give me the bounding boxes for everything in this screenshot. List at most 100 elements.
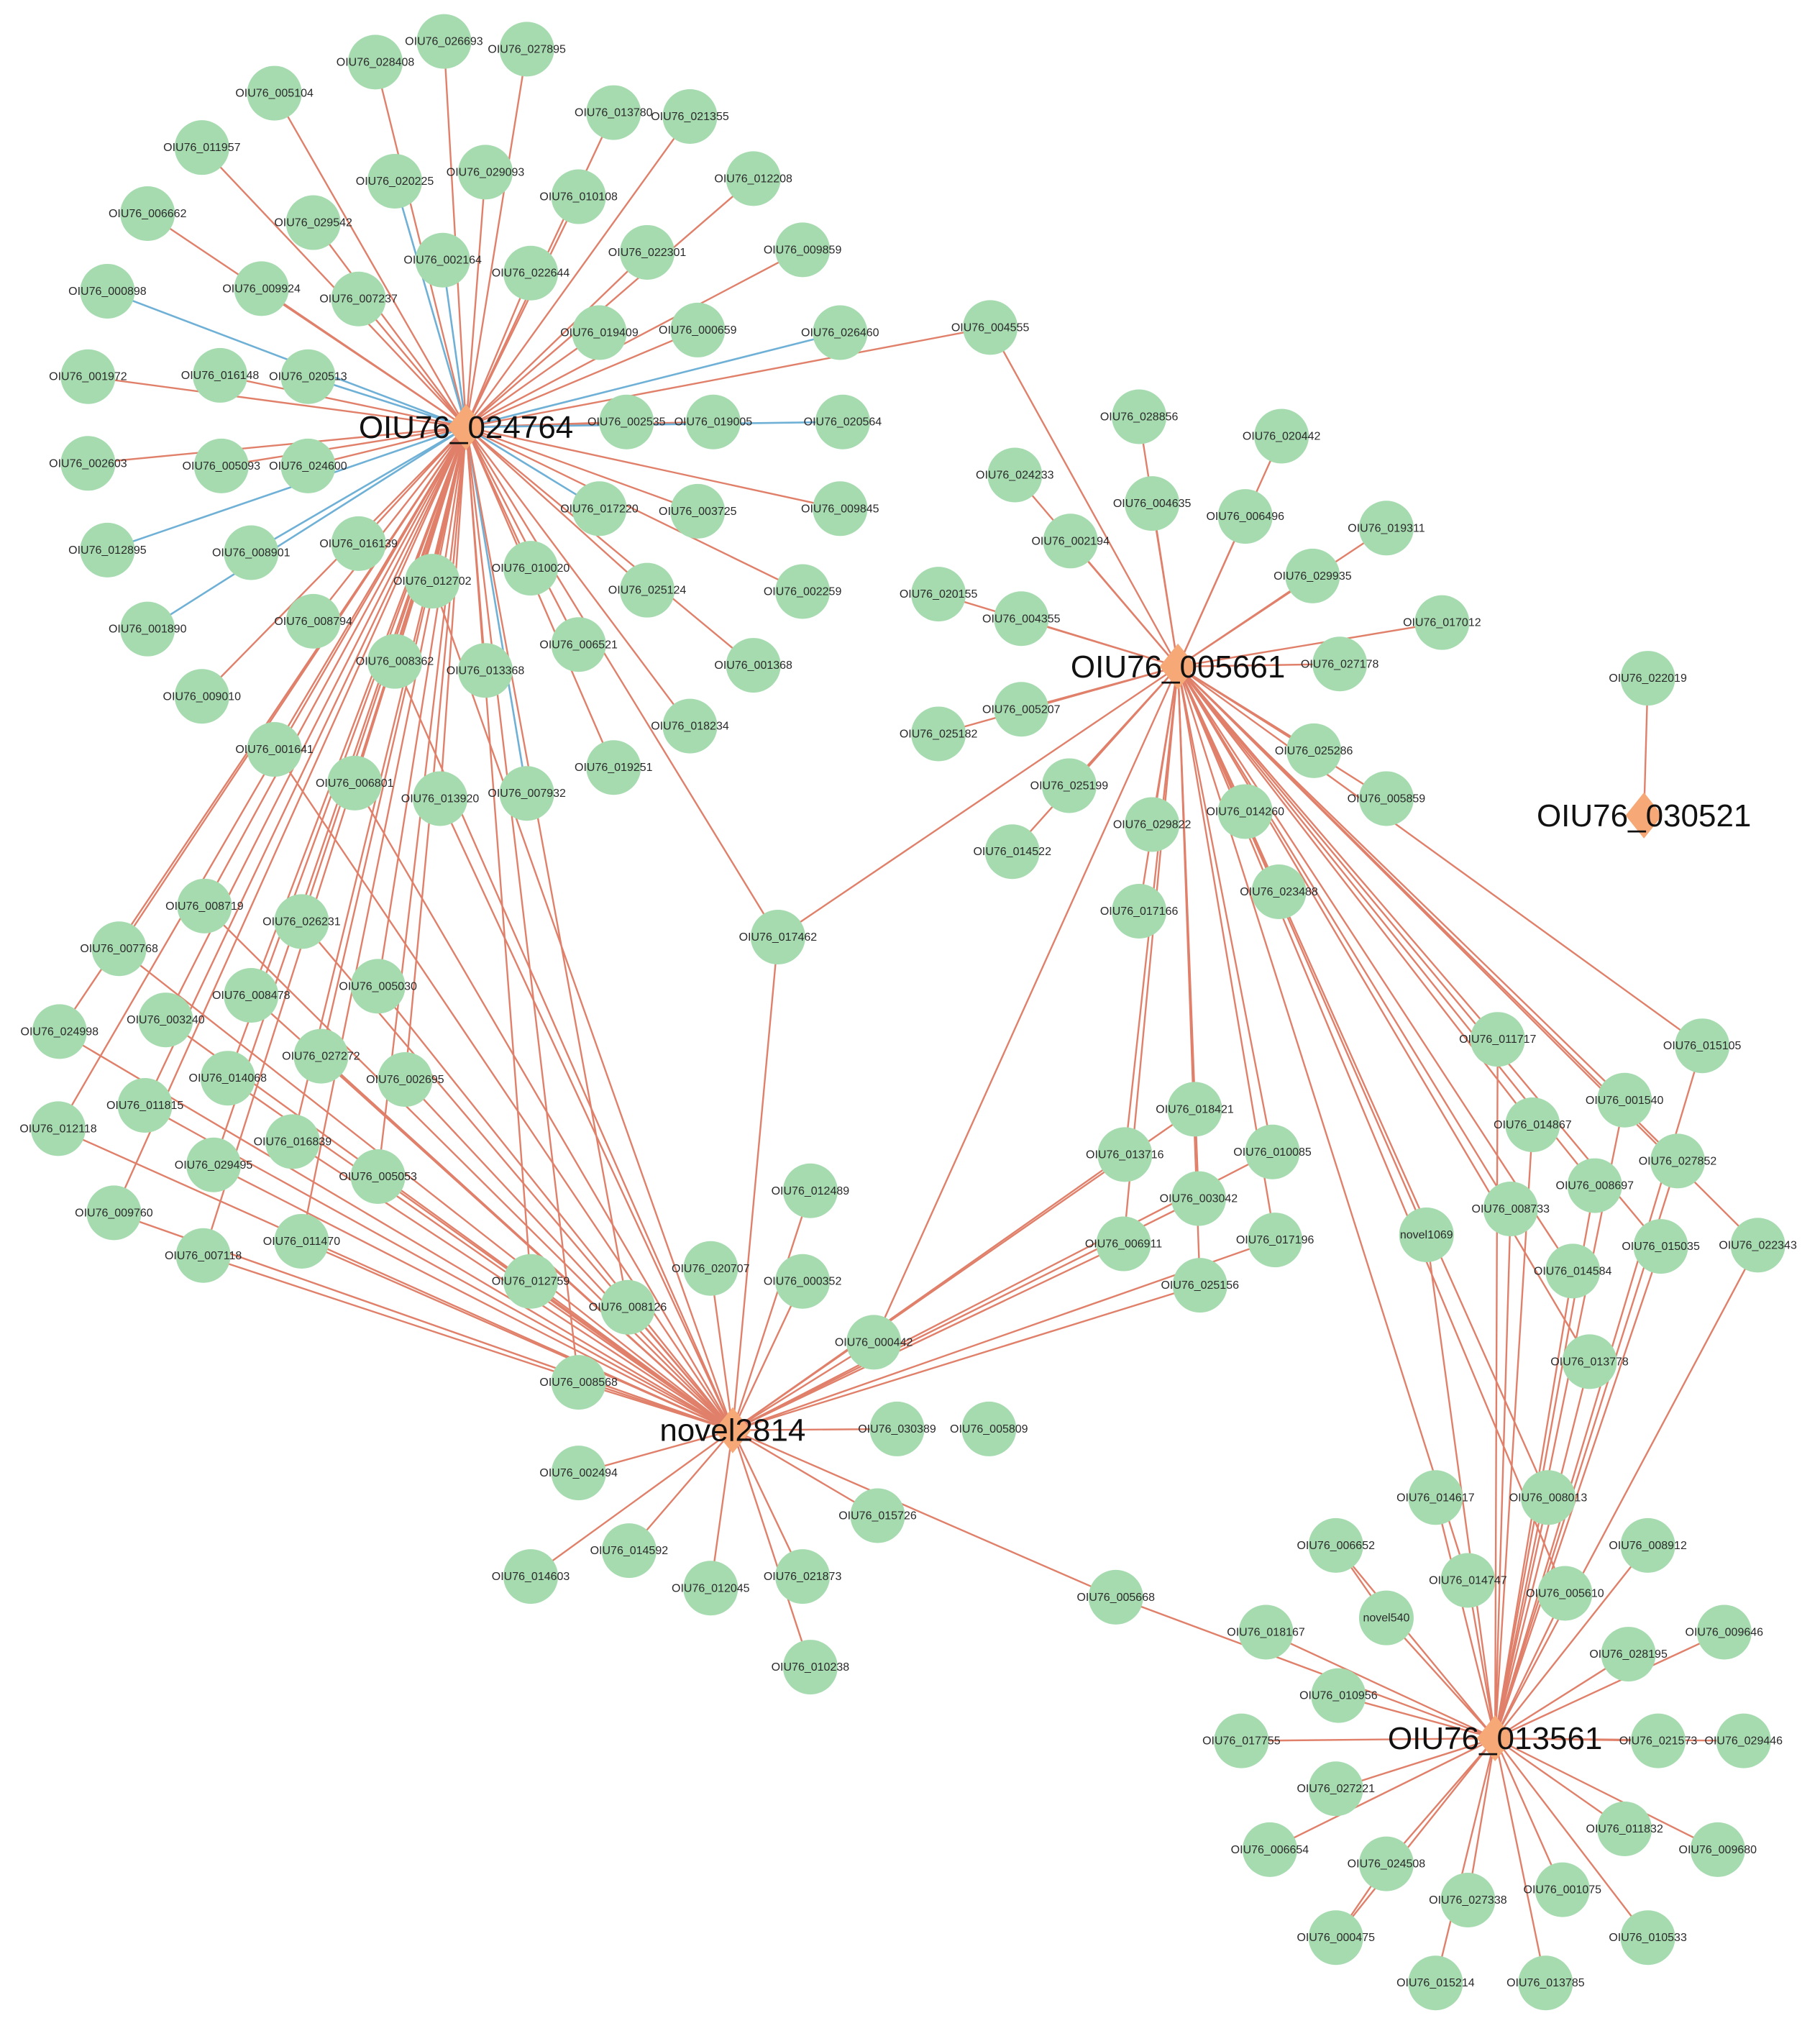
gene-node-oiu76-019409[interactable] — [572, 305, 627, 360]
gene-node-oiu76-021573[interactable] — [1630, 1713, 1686, 1768]
gene-node-oiu76-005104[interactable] — [247, 65, 302, 121]
gene-node-oiu76-029093[interactable] — [458, 145, 513, 200]
gene-node-oiu76-010238[interactable] — [782, 1640, 838, 1695]
gene-node-oiu76-006496[interactable] — [1217, 489, 1273, 544]
gene-node-oiu76-001540[interactable] — [1597, 1072, 1652, 1128]
gene-node-oiu76-029446[interactable] — [1716, 1713, 1771, 1768]
gene-node-oiu76-008719[interactable] — [177, 878, 232, 933]
gene-node-oiu76-018234[interactable] — [662, 698, 718, 754]
gene-node-oiu76-012702[interactable] — [405, 554, 460, 609]
gene-node-oiu76-016839[interactable] — [265, 1114, 320, 1169]
gene-node-oiu76-019005[interactable] — [685, 394, 741, 449]
gene-node-oiu76-004555[interactable] — [963, 300, 1018, 355]
gene-node-oiu76-001641[interactable] — [247, 722, 302, 777]
gene-node-oiu76-008568[interactable] — [551, 1355, 606, 1410]
gene-node-oiu76-012489[interactable] — [782, 1163, 838, 1218]
gene-node-oiu76-025124[interactable] — [620, 562, 675, 618]
gene-node-oiu76-020442[interactable] — [1254, 408, 1309, 464]
gene-node-oiu76-016139[interactable] — [331, 516, 386, 571]
gene-node-oiu76-017196[interactable] — [1248, 1213, 1303, 1268]
gene-node-oiu76-026460[interactable] — [813, 305, 868, 360]
gene-node-oiu76-011470[interactable] — [274, 1213, 329, 1269]
gene-node-oiu76-000352[interactable] — [775, 1254, 831, 1309]
gene-node-oiu76-024233[interactable] — [987, 447, 1043, 503]
gene-node-oiu76-027221[interactable] — [1308, 1761, 1363, 1817]
gene-node-oiu76-006911[interactable] — [1096, 1216, 1151, 1272]
gene-node-oiu76-015726[interactable] — [850, 1488, 905, 1543]
gene-node-oiu76-029935[interactable] — [1285, 548, 1340, 603]
gene-node-oiu76-002164[interactable] — [415, 232, 470, 288]
gene-node-oiu76-024998[interactable] — [32, 1004, 87, 1059]
gene-node-oiu76-001890[interactable] — [120, 601, 175, 657]
gene-node-oiu76-005610[interactable] — [1537, 1566, 1593, 1621]
gene-node-oiu76-023488[interactable] — [1251, 864, 1307, 920]
gene-node-oiu76-004635[interactable] — [1125, 476, 1180, 531]
gene-node-oiu76-025286[interactable] — [1286, 723, 1342, 778]
gene-node-oiu76-002494[interactable] — [551, 1446, 606, 1501]
gene-node-oiu76-015035[interactable] — [1633, 1219, 1688, 1274]
gene-node-oiu76-012045[interactable] — [683, 1561, 738, 1616]
gene-node-oiu76-002259[interactable] — [775, 564, 831, 619]
gene-node-oiu76-005207[interactable] — [994, 682, 1049, 737]
gene-node-oiu76-026231[interactable] — [274, 894, 329, 949]
gene-node-oiu76-022644[interactable] — [503, 245, 559, 301]
gene-node-oiu76-017012[interactable] — [1414, 595, 1470, 650]
gene-node-oiu76-004355[interactable] — [994, 591, 1049, 647]
gene-node-oiu76-018167[interactable] — [1238, 1604, 1294, 1660]
gene-node-oiu76-015105[interactable] — [1675, 1018, 1730, 1074]
gene-node-oiu76-014584[interactable] — [1545, 1243, 1601, 1299]
gene-node-oiu76-007118[interactable] — [175, 1228, 231, 1283]
gene-node-oiu76-009010[interactable] — [174, 669, 229, 724]
gene-node-oiu76-008794[interactable] — [285, 593, 341, 649]
gene-node-oiu76-017755[interactable] — [1214, 1713, 1269, 1768]
gene-node-oiu76-011815[interactable] — [117, 1077, 173, 1133]
gene-node-oiu76-009760[interactable] — [86, 1185, 142, 1241]
gene-node-oiu76-021873[interactable] — [775, 1549, 831, 1604]
gene-node-oiu76-027178[interactable] — [1312, 636, 1368, 692]
gene-node-oiu76-013778[interactable] — [1562, 1334, 1617, 1389]
gene-node-oiu76-007237[interactable] — [331, 271, 386, 327]
gene-node-oiu76-000659[interactable] — [670, 302, 726, 357]
gene-node-oiu76-007932[interactable] — [499, 766, 554, 821]
gene-node-oiu76-018421[interactable] — [1167, 1082, 1222, 1137]
gene-node-oiu76-027895[interactable] — [499, 22, 554, 77]
gene-node-oiu76-027338[interactable] — [1440, 1873, 1496, 1928]
gene-node-oiu76-027272[interactable] — [293, 1028, 349, 1084]
gene-node-oiu76-014068[interactable] — [200, 1051, 255, 1106]
gene-node-oiu76-008013[interactable] — [1520, 1470, 1576, 1525]
gene-node-oiu76-012118[interactable] — [31, 1101, 86, 1156]
gene-node-oiu76-008362[interactable] — [367, 634, 423, 689]
gene-node-oiu76-020155[interactable] — [911, 567, 966, 622]
gene-node-oiu76-009859[interactable] — [775, 222, 831, 278]
gene-node-oiu76-011832[interactable] — [1597, 1802, 1652, 1857]
gene-node-oiu76-002194[interactable] — [1043, 513, 1098, 569]
gene-node-oiu76-008901[interactable] — [224, 525, 279, 580]
gene-node-oiu76-017220[interactable] — [572, 481, 627, 537]
gene-node-oiu76-013785[interactable] — [1518, 1955, 1573, 2011]
gene-node-oiu76-003240[interactable] — [138, 992, 193, 1048]
gene-node-oiu76-012208[interactable] — [726, 151, 781, 206]
gene-node-oiu76-020513[interactable] — [280, 349, 336, 404]
gene-node-oiu76-010085[interactable] — [1245, 1124, 1300, 1179]
gene-node-oiu76-016148[interactable] — [193, 347, 248, 403]
gene-node-oiu76-001368[interactable] — [726, 638, 781, 693]
gene-node-oiu76-001075[interactable] — [1535, 1862, 1590, 1917]
gene-node-oiu76-014522[interactable] — [984, 824, 1040, 880]
gene-node-oiu76-028856[interactable] — [1112, 389, 1167, 444]
gene-node-oiu76-008733[interactable] — [1483, 1181, 1538, 1236]
gene-node-oiu76-010108[interactable] — [551, 169, 606, 224]
gene-node-oiu76-020707[interactable] — [683, 1241, 738, 1296]
hub-node-oiu76-030521[interactable] — [1625, 792, 1663, 839]
gene-node-oiu76-022019[interactable] — [1620, 651, 1675, 706]
gene-node-oiu76-028408[interactable] — [348, 35, 403, 90]
gene-node-oiu76-012895[interactable] — [80, 522, 135, 578]
gene-node-oiu76-017462[interactable] — [750, 910, 805, 965]
gene-node-oiu76-028195[interactable] — [1601, 1627, 1656, 1682]
gene-node-oiu76-029542[interactable] — [285, 195, 341, 250]
gene-node-oiu76-024508[interactable] — [1358, 1836, 1414, 1891]
gene-node-oiu76-008912[interactable] — [1620, 1517, 1675, 1573]
gene-node-oiu76-005030[interactable] — [350, 959, 406, 1014]
gene-node-oiu76-006521[interactable] — [551, 617, 606, 672]
gene-node-oiu76-010956[interactable] — [1311, 1668, 1366, 1723]
gene-node-oiu76-010020[interactable] — [503, 541, 559, 596]
